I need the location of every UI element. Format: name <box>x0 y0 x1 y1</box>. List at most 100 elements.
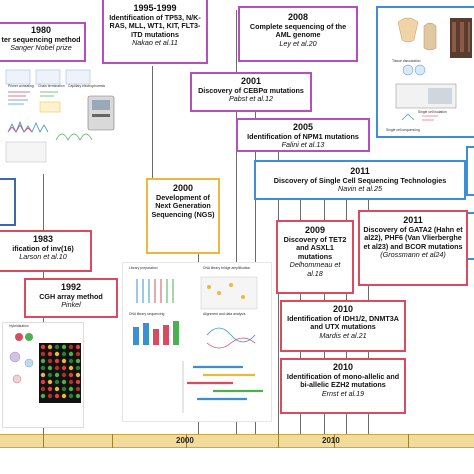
event-description: ification of inv(16) <box>12 243 74 253</box>
microarray-spot <box>61 358 67 364</box>
event-author: Ley et al.20 <box>279 38 317 48</box>
event-1992: 1992 CGH array method Pinkel <box>24 278 118 318</box>
event-description: Identification of IDH1/2, DNMT3A and UTX… <box>287 313 399 332</box>
microarray-spot <box>61 372 67 378</box>
cgh-title-label: Hybridisation <box>9 324 29 328</box>
microarray-spot <box>68 344 74 350</box>
microarray-spot <box>61 379 67 385</box>
event-year: 1992 <box>60 282 82 292</box>
event-2009: 2009 Discovery of TET2 and ASXL1 mutatio… <box>276 220 354 294</box>
event-2010-idh: 2010 Identification of IDH1/2, DNMT3A an… <box>280 300 406 352</box>
event-2011-single-cell: 2011 Discovery of Single Cell Sequencing… <box>254 160 466 200</box>
microarray-spot <box>54 393 60 399</box>
axis-label-2010: 2010 <box>322 436 340 445</box>
ngs-step-label: DNA library sequencing <box>129 312 165 316</box>
event-year: 1983 <box>32 234 54 244</box>
event-1980: 1980 ter sequencing method Sanger Nobel … <box>0 22 86 62</box>
event-year: 2001 <box>240 76 262 86</box>
event-year: 1980 <box>30 25 52 35</box>
event-year: 2009 <box>304 225 326 235</box>
microarray-spot <box>61 365 67 371</box>
microarray-spot <box>40 344 46 350</box>
sanger-diagram <box>5 69 115 163</box>
event-2001: 2001 Discovery of CEBPα mutations Pabst … <box>190 72 312 112</box>
event-description: Development of Next Generation Sequencin… <box>151 192 215 219</box>
microarray-spot <box>40 372 46 378</box>
event-author: (Grossmann et al24) <box>380 250 446 260</box>
event-description: Discovery of Single Cell Sequencing Tech… <box>273 175 447 185</box>
microarray-spot <box>68 358 74 364</box>
microarray-spot <box>75 365 81 371</box>
event-author: Delhommeau et al.18 <box>289 260 341 278</box>
event-author: Pabst et al.12 <box>229 94 273 104</box>
microarray-spot <box>75 393 81 399</box>
event-year: 2008 <box>287 12 309 22</box>
event-2008: 2008 Complete sequencing of the AML geno… <box>238 6 358 62</box>
sc-step-label: Single cell isolation <box>418 110 447 114</box>
single-cell-figure-panel: Tissue dissociation Single cell isolatio… <box>376 6 474 138</box>
cgh-microarray-diagram <box>9 333 81 403</box>
event-author: Larson et al.10 <box>19 252 67 262</box>
microarray-spot <box>40 365 46 371</box>
event-description: Discovery of GATA2 (Hahn et al22), PHF6 … <box>363 224 463 251</box>
year-tick <box>112 434 113 448</box>
axis-label-2000: 2000 <box>176 436 194 445</box>
event-year: 1995-1999 <box>133 3 177 13</box>
microarray-spot <box>68 393 74 399</box>
microarray-spot <box>75 372 81 378</box>
event-year: 2010 <box>332 362 354 372</box>
microarray-spot <box>54 365 60 371</box>
ngs-step-label: DNA library bridge amplification <box>203 266 251 270</box>
microarray-spot <box>40 379 46 385</box>
microarray-spot <box>68 386 74 392</box>
year-tick <box>186 434 187 448</box>
ngs-diagram <box>133 276 263 413</box>
event-author: Ernst et al.19 <box>321 388 365 398</box>
microarray-spot <box>68 365 74 371</box>
microarray-spot <box>54 372 60 378</box>
ngs-step-label: Library preparation <box>129 266 158 270</box>
microarray-spot <box>40 386 46 392</box>
year-tick <box>278 434 279 448</box>
connector-line <box>152 66 153 178</box>
event-year: 2005 <box>292 122 314 132</box>
microarray-spot <box>61 344 67 350</box>
sanger-figure-panel: Primer annealing Chain termination Capil… <box>0 62 126 174</box>
event-author: Navin et al.25 <box>338 184 382 194</box>
event-author: Mardis et al.21 <box>319 330 367 340</box>
event-2000: 2000 Development of Next Generation Sequ… <box>146 178 220 254</box>
event-author: Falini et al.13 <box>281 140 325 150</box>
microarray-spot <box>40 358 46 364</box>
event-partial-left <box>0 178 16 226</box>
event-description: Complete sequencing of the AML genome <box>249 21 347 40</box>
event-description: Identification of mono-allelic and bi-al… <box>286 371 400 390</box>
year-tick <box>43 434 44 448</box>
microarray-spot <box>47 344 53 350</box>
connector-line <box>236 10 237 434</box>
event-2010-ezh2: 2010 Identification of mono-allelic and … <box>280 358 406 414</box>
event-1983: 1983 ification of inv(16) Larson et al.1… <box>0 230 92 272</box>
cgh-figure-panel: Hybridisation <box>2 322 84 428</box>
microarray-spot <box>47 386 53 392</box>
microarray-spot <box>68 372 74 378</box>
event-year: 2011 <box>403 215 423 225</box>
microarray-spot <box>54 344 60 350</box>
event-description: CGH array method <box>39 291 103 301</box>
event-author: Nakao et al.11 <box>132 38 178 48</box>
microarray-spot <box>54 379 60 385</box>
event-year: 2011 <box>350 166 370 176</box>
microarray-spot <box>47 372 53 378</box>
event-2005: 2005 Identification of NPM1 mutations Fa… <box>236 118 370 152</box>
event-partial-right <box>466 146 474 196</box>
ngs-figure-panel: Library preparation DNA library bridge a… <box>122 262 272 422</box>
event-2011-gata2: 2011 Discovery of GATA2 (Hahn et al22), … <box>358 210 468 286</box>
sanger-step-label: Chain termination <box>38 84 65 88</box>
microarray-spot <box>75 386 81 392</box>
event-description: Identification of TP53, N/K-RAS, MLL, WT… <box>109 12 201 39</box>
microarray-spot <box>75 351 81 357</box>
microarray-spot <box>68 351 74 357</box>
event-year: 2000 <box>172 183 194 193</box>
microarray-spot <box>75 379 81 385</box>
microarray-spot <box>40 393 46 399</box>
event-year: 2010 <box>332 304 354 314</box>
